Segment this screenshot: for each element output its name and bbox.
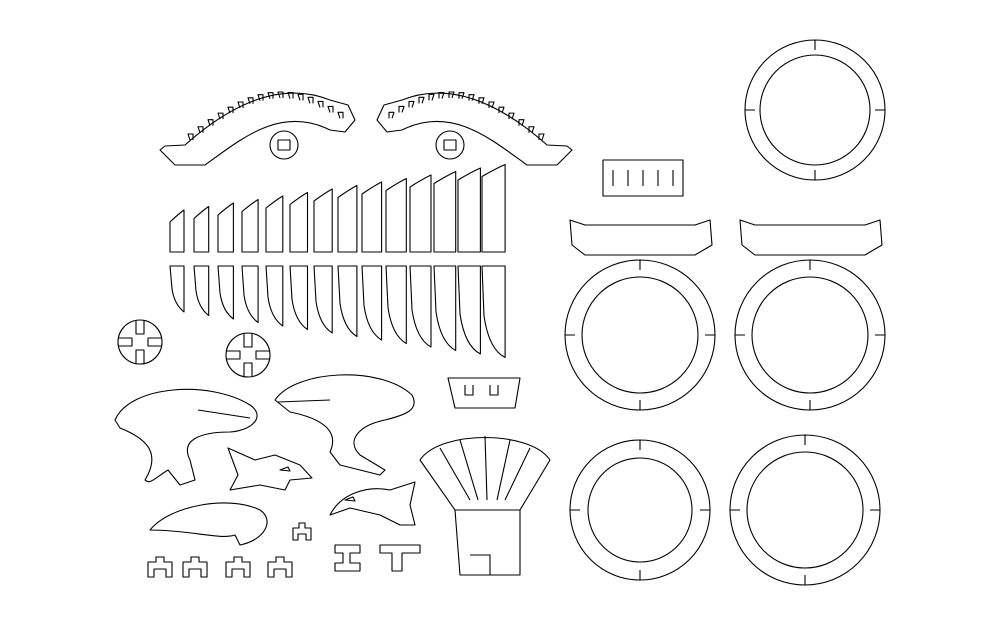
cross-discs [117,319,271,378]
spine-tooth [418,96,425,104]
spine-tooth [458,92,465,99]
small-connector-right [435,130,465,160]
rib-fin-top [457,167,481,253]
spine-tooth [337,111,344,119]
spine-tooth [277,91,284,99]
spine-tooth [448,91,455,99]
spine-tooth [317,100,324,108]
rib-fin-top [193,205,210,253]
head-left [227,447,313,491]
rib-fin-top [337,184,358,253]
rib-fin-top [361,181,383,253]
spine-tooth [478,97,485,104]
spine-tooth [197,126,204,133]
spine-tooth [217,112,224,120]
rib-fin-bottom [337,265,358,338]
ring [569,439,711,581]
ring [734,259,886,411]
tail-fan [419,435,551,576]
rib-fin-bottom [409,265,432,348]
rib-fin-bottom [361,265,383,341]
ring [564,259,716,411]
spine-tooth [398,105,405,113]
spine-tooth [227,106,234,114]
spine-tooth [307,96,314,104]
small-connector-left [269,130,299,160]
stand-top-left [569,219,713,256]
spine-tooth [438,92,445,99]
spine-tooth [287,92,294,99]
head-right [329,481,416,526]
rib-fin-bottom [385,265,407,345]
spine-tooth [207,119,214,126]
spine-tooth [388,111,395,119]
spine-tooth [408,100,415,108]
rib-fin-top [313,188,333,253]
rib-fin-top [481,163,506,253]
spine-tooth [528,126,535,133]
spine-tooth [187,133,194,141]
rib-fin-bottom [217,265,234,320]
rib-fin-top [241,198,259,253]
tail-feather [149,502,268,546]
wing-right [274,374,415,476]
rib-fin-bottom [433,265,457,352]
spine-tooth [488,101,495,109]
spine-tooth [297,93,304,101]
cross-disc [225,332,271,378]
spine-tooth [327,105,334,113]
rib-fin-top [169,209,185,253]
spine-tooth [498,106,505,114]
spine-left [159,91,356,166]
tail-mount [447,377,521,409]
spine-tooth [468,94,475,101]
ring [744,39,886,181]
spine-tooth [237,101,244,109]
rib-fin-bottom [313,265,333,334]
rib-fin-top [265,195,284,253]
rib-fin-bottom [169,265,185,313]
rings [564,39,886,586]
ring [729,434,881,586]
rib-fin-top [409,174,432,253]
rib-fin-bottom [457,265,481,355]
rib-fin-top [385,177,407,253]
wing-left [114,388,258,486]
cross-disc [117,319,163,365]
rib-fin-top [289,191,309,253]
spine-tooth [267,92,274,99]
rib-fin-bottom [265,265,284,327]
h-connectors [602,159,684,197]
spine-tooth [257,94,264,101]
rib-fins [169,163,506,359]
rib-fin-top [217,202,234,253]
rib-fin-bottom [193,265,210,317]
feet-pieces [147,522,421,578]
rib-fin-top [433,170,457,253]
spine-tooth [428,93,435,101]
spine-tooth [508,112,515,120]
rib-fin-bottom [241,265,259,324]
spine-right [376,91,573,166]
spine-tooth [247,97,254,104]
rib-fin-bottom [481,265,506,359]
spine-tooth [538,133,545,141]
spine-tooth [518,119,525,126]
stand-top-right [739,219,883,256]
rib-fin-bottom [289,265,309,331]
